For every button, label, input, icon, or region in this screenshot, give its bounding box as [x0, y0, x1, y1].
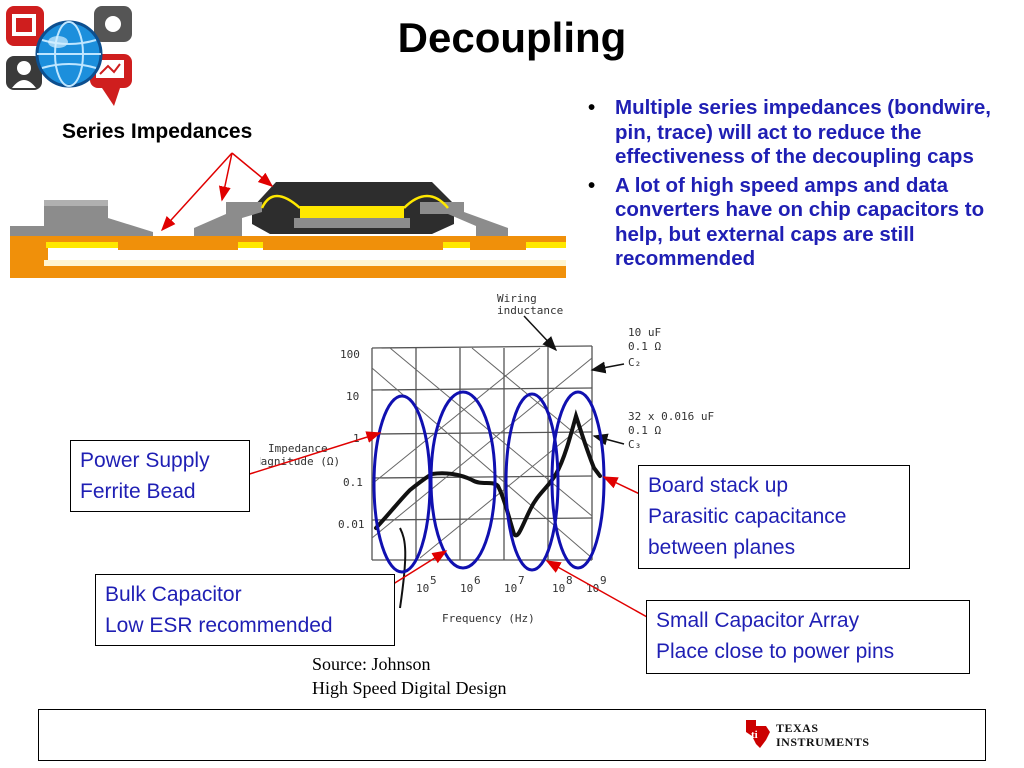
die-yellow: [300, 206, 404, 218]
c2-label: 10 uF: [628, 326, 661, 339]
c3-label: C₃: [628, 438, 641, 451]
impedance-plot: 100 10 1 0.1 0.01 10 5 10 6 10 7 10 8 10…: [260, 292, 714, 625]
bondwire-right: [403, 194, 449, 209]
footer-bar: [38, 709, 986, 761]
y-tick-label: 0.01: [338, 518, 365, 531]
right-pad: [470, 236, 526, 250]
bullet-marker: •: [588, 96, 596, 119]
center-pad: [263, 236, 443, 250]
x-tick-exp: 6: [474, 574, 481, 587]
left-gray-lead: [10, 200, 153, 236]
wiring-label: Wiring: [497, 292, 537, 305]
left-lead-highlight: [44, 200, 108, 206]
c3-arrow: [592, 433, 625, 446]
y-tick-label: 100: [340, 348, 360, 361]
texas-instruments-logo: ti Texas Instruments: [742, 718, 882, 752]
y-axis-label: Impedance: [268, 442, 328, 455]
bullet-marker: •: [588, 173, 596, 197]
bondwire-left: [260, 194, 301, 209]
callout-line: Power Supply: [80, 449, 210, 472]
die: [294, 218, 410, 228]
callout-line: Ferrite Bead: [80, 480, 196, 503]
y-tick-label: 1: [353, 432, 360, 445]
c2-label: C₂: [628, 356, 641, 369]
bulk-capacitor-callout: Bulk Capacitor Low ESR recommended: [95, 574, 395, 646]
svg-text:ti: ti: [751, 729, 758, 741]
source-line: High Speed Digital Design: [312, 678, 507, 698]
ferrite-bead-callout: Power Supply Ferrite Bead: [70, 440, 250, 512]
c2-label: 0.1 Ω: [628, 340, 661, 353]
y-tick-label: 10: [346, 390, 359, 403]
low-frequency-curve: [399, 527, 407, 609]
callout-line: Parasitic capacitance: [648, 505, 847, 528]
bullet-text: Multiple series impedances (bondwire, pi…: [615, 96, 991, 168]
ti-wordmark-line1: Texas: [776, 721, 819, 735]
package-right-lead: [420, 202, 508, 236]
x-tick-exp: 9: [600, 574, 607, 587]
callout-line: between planes: [648, 536, 796, 559]
callout-line: Low ESR recommended: [105, 614, 333, 637]
callout-line: Place close to power pins: [656, 640, 895, 663]
x-tick-base: 10: [416, 582, 429, 595]
slide-title: Decoupling: [397, 14, 627, 61]
ti-wordmark-line2: Instruments: [776, 735, 870, 749]
y-tick-label: 0.1: [343, 476, 363, 489]
bullet-item: • Multiple series impedances (bondwire, p…: [588, 96, 1008, 170]
wiring-label: inductance: [497, 304, 563, 317]
series-impedances-heading: Series Impedances: [62, 120, 253, 143]
callout-line: Small Capacitor Array: [656, 609, 860, 632]
c2-arrow: [590, 361, 625, 374]
x-tick-base: 10: [552, 582, 565, 595]
x-tick-exp: 5: [430, 574, 437, 587]
wiring-arrow: [523, 315, 558, 352]
header-logo-icon: [6, 6, 132, 106]
bullet-text: A lot of high speed amps and data conver…: [615, 173, 985, 271]
ti-state-icon: ti: [746, 720, 770, 748]
package-cross-section: [10, 182, 566, 278]
c3-label: 0.1 Ω: [628, 424, 661, 437]
package-left-lead: [194, 202, 262, 236]
pcb-board: [10, 238, 566, 278]
callout-line: Bulk Capacitor: [105, 583, 242, 606]
bullet-item: • A lot of high speed amps and data conve…: [588, 174, 1008, 272]
board-stackup-callout: Board stack up Parasitic capacitance bet…: [638, 465, 910, 569]
bullet-list: • Multiple series impedances (bondwire, p…: [588, 96, 1008, 276]
x-tick-exp: 8: [566, 574, 573, 587]
x-tick-exp: 7: [518, 574, 525, 587]
x-tick-base: 10: [504, 582, 517, 595]
small-capacitor-callout: Small Capacitor Array Place close to pow…: [646, 600, 970, 674]
x-tick-base: 10: [460, 582, 473, 595]
left-pad: [118, 236, 238, 250]
source-citation: Source: Johnson High Speed Digital Desig…: [312, 652, 506, 700]
pcb-layer-stripe: [44, 260, 566, 266]
x-axis-label: Frequency (Hz): [442, 612, 535, 625]
c3-label: 32 x 0.016 uF: [628, 410, 714, 423]
source-line: Source: Johnson: [312, 654, 431, 674]
callout-line: Board stack up: [648, 474, 789, 497]
